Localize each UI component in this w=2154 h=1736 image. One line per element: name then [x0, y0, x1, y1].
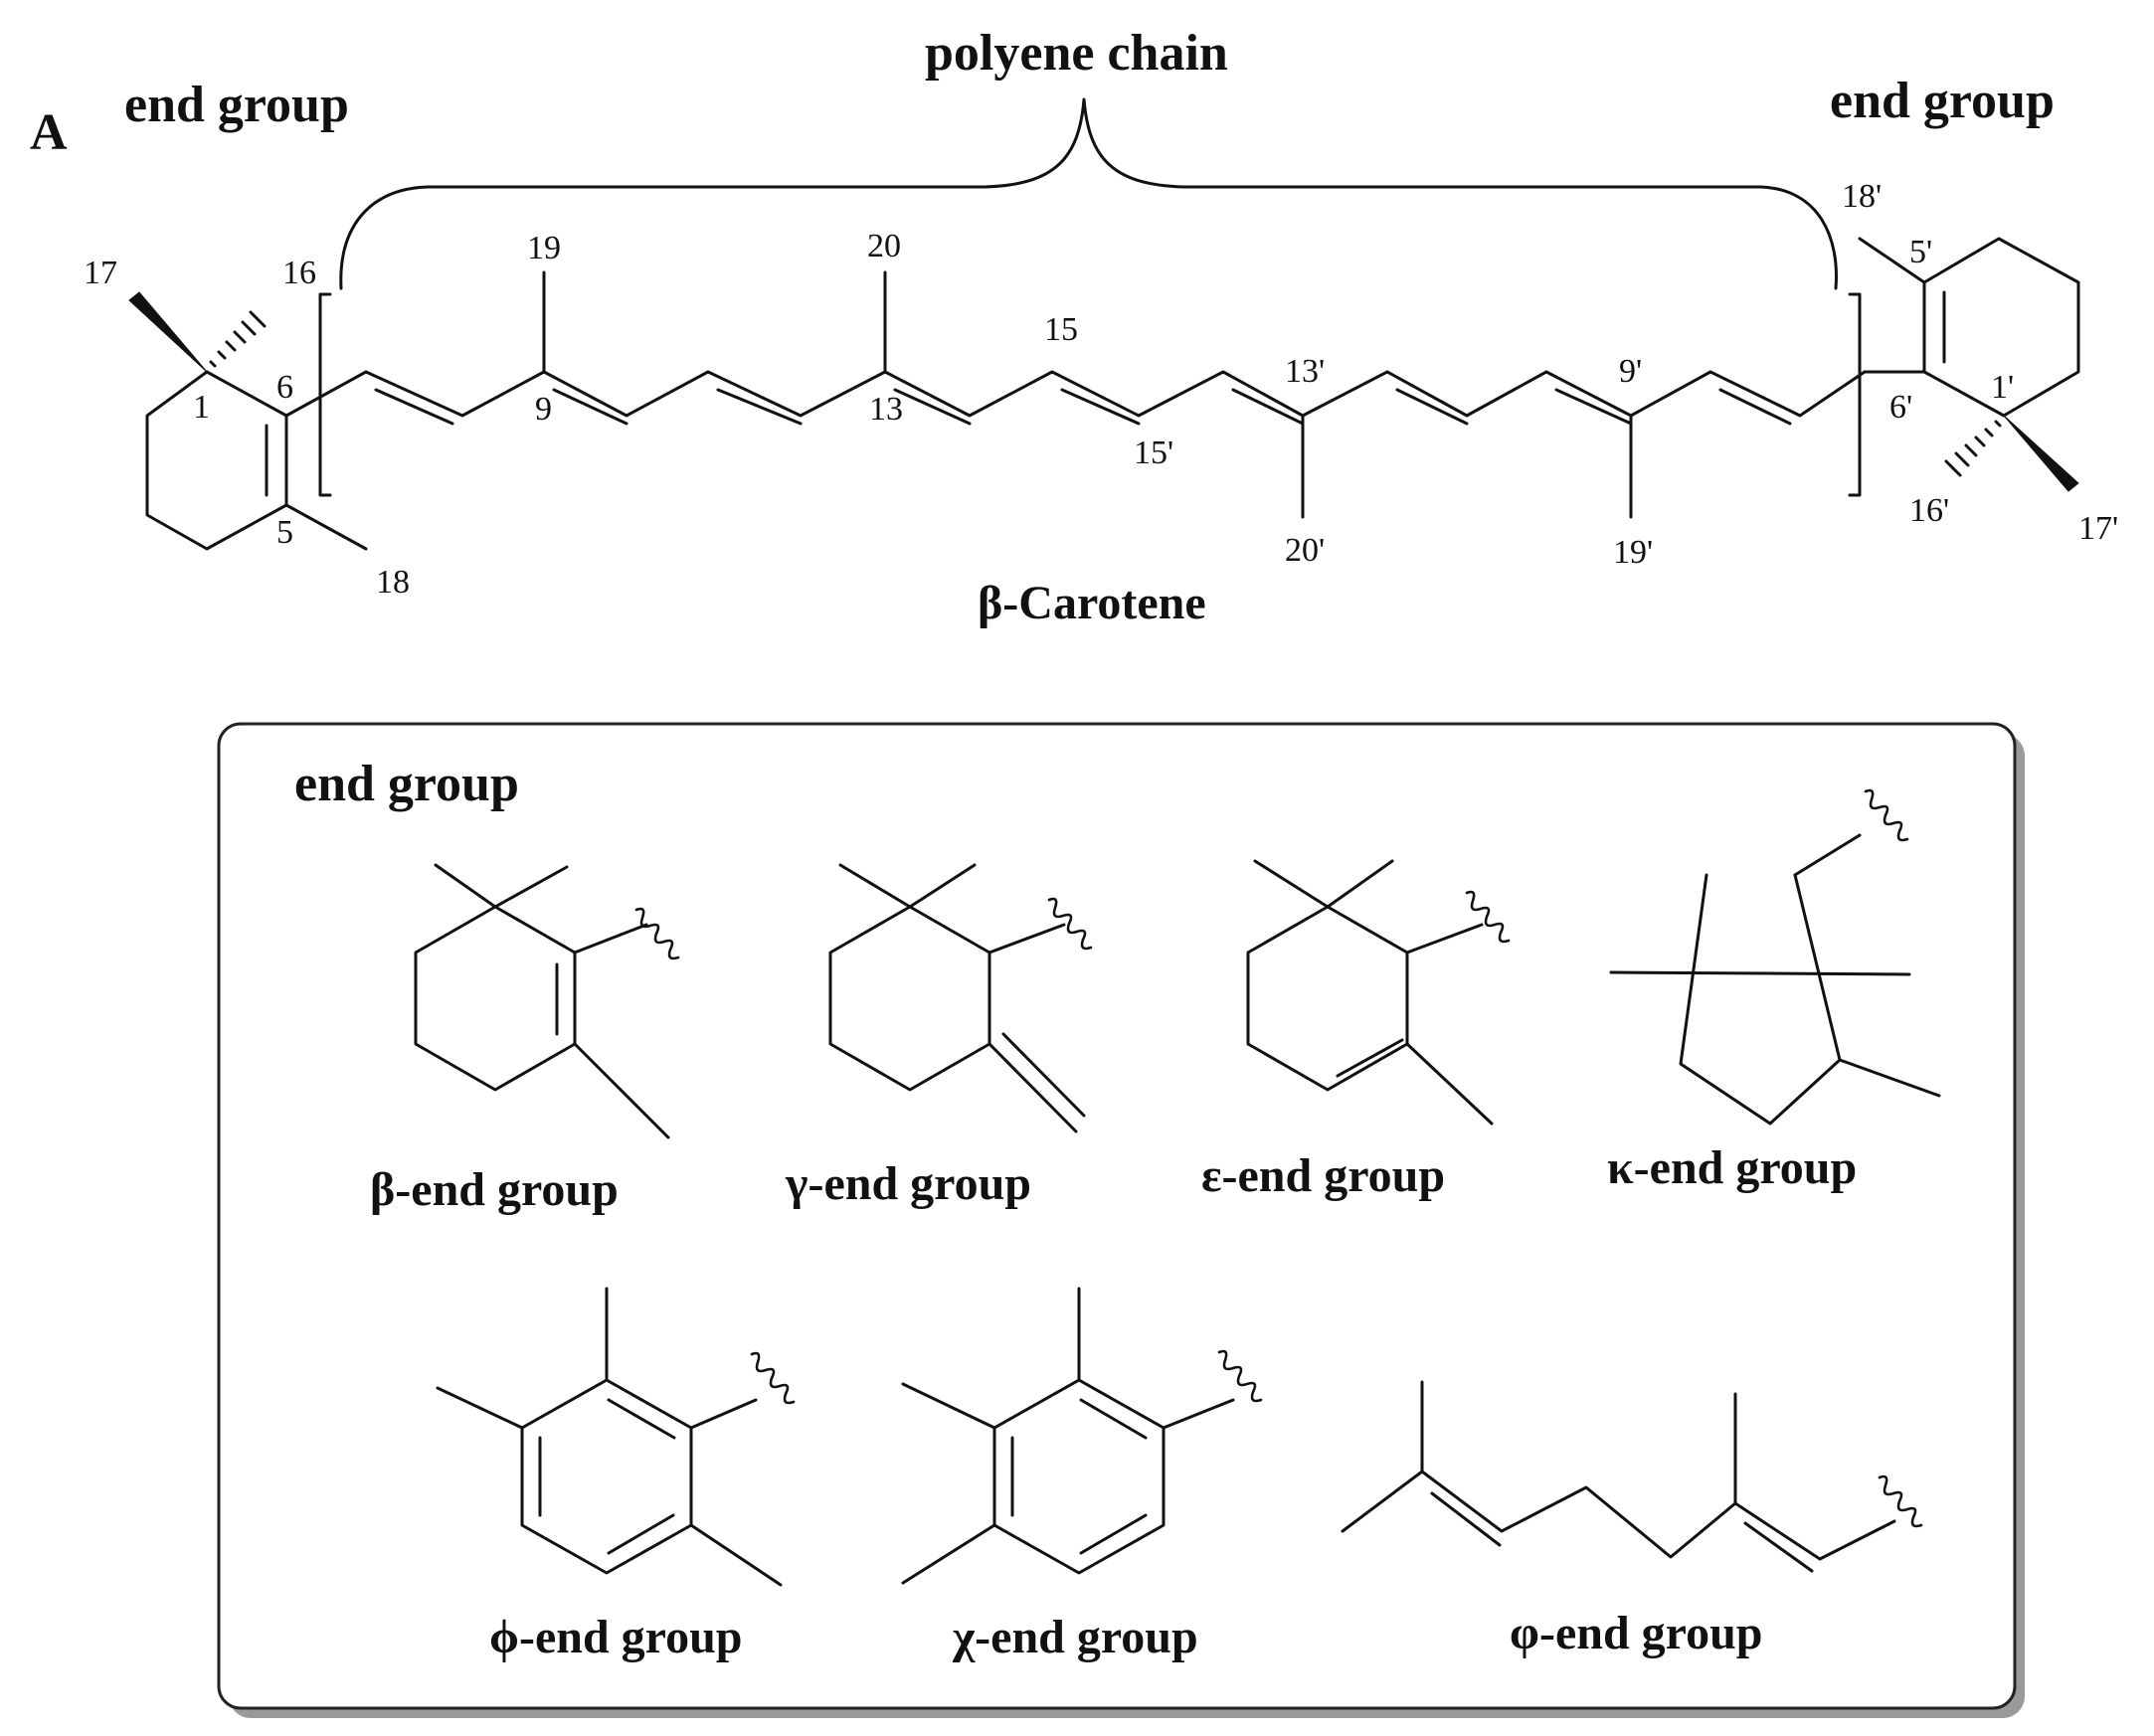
locant-19: 19 [527, 230, 561, 266]
right-bracket [1848, 292, 1862, 497]
molecule-name: β-Carotene [978, 577, 1206, 629]
locant-5p: 5' [1909, 234, 1932, 270]
locant-6: 6 [276, 369, 293, 406]
locant-6p: 6' [1889, 389, 1912, 426]
chi-end-group-label: χ-end group [952, 1611, 1198, 1663]
end-group-panel: end group β-end group γ-end group [217, 722, 2025, 1718]
locant-15p: 15' [1134, 434, 1173, 471]
methyl-18-bond [284, 503, 368, 551]
gamma-end-group-label: γ-end group [785, 1157, 1031, 1210]
polyene-chain-brace [339, 97, 1838, 290]
polyene-chain [284, 270, 1867, 519]
left-bracket [318, 292, 332, 497]
locant-5: 5 [276, 514, 293, 551]
epsilon-end-group-label: ε-end group [1201, 1149, 1445, 1202]
kappa-end-group-structure: κ-end group [1607, 788, 1941, 1194]
locant-18p: 18' [1842, 178, 1882, 215]
locant-13p: 13' [1285, 353, 1325, 390]
methyl-18p-bond [1858, 237, 1926, 284]
chi-end-group-structure: χ-end group [901, 1287, 1263, 1663]
polyene-chain-label: polyene chain [925, 25, 1228, 82]
left-ring [128, 291, 368, 551]
locant-13: 13 [869, 391, 903, 428]
locant-20: 20 [867, 228, 901, 264]
methyl-17-wedge [128, 291, 208, 373]
locant-17p: 17' [2078, 510, 2118, 547]
gamma-end-group-structure: γ-end group [785, 863, 1093, 1210]
beta-end-group-label: β-end group [370, 1163, 619, 1216]
locant-17: 17 [84, 255, 117, 291]
beta-end-group-structure: β-end group [370, 863, 680, 1216]
locant-labels: 17 16 1 6 5 18 19 9 20 13 15 15' 13' 20'… [84, 178, 2118, 601]
phi-end-group-label: ϕ-end group [489, 1611, 742, 1663]
end-group-panel-title: end group [294, 756, 519, 812]
locant-18: 18 [376, 564, 410, 601]
panel-letter: A [30, 104, 68, 161]
methyl-16p-hash [1944, 420, 2002, 477]
psi-end-group-structure: φ-end group [1341, 1380, 1923, 1659]
locant-15: 15 [1044, 311, 1078, 348]
locant-19p: 19' [1613, 534, 1653, 571]
locant-16p: 16' [1909, 492, 1949, 529]
left-end-group-label: end group [124, 77, 349, 133]
methyl-16-hash [209, 310, 267, 368]
locant-1: 1 [193, 389, 210, 426]
methyl-17p-wedge [2003, 415, 2079, 492]
psi-end-group-label: φ-end group [1510, 1607, 1762, 1659]
right-end-group-label: end group [1830, 73, 2055, 129]
locant-9: 9 [535, 391, 552, 428]
locant-1p: 1' [1991, 369, 2014, 406]
epsilon-end-group-structure: ε-end group [1201, 859, 1511, 1202]
phi-end-group-structure: ϕ-end group [436, 1287, 796, 1663]
locant-16: 16 [282, 255, 316, 291]
kappa-end-group-label: κ-end group [1607, 1141, 1857, 1194]
locant-20p: 20' [1285, 532, 1325, 569]
right-ring [1858, 237, 2080, 492]
locant-9p: 9' [1619, 353, 1642, 390]
beta-carotene-diagram: A end group end group polyene chain β-Ca… [30, 25, 2118, 629]
